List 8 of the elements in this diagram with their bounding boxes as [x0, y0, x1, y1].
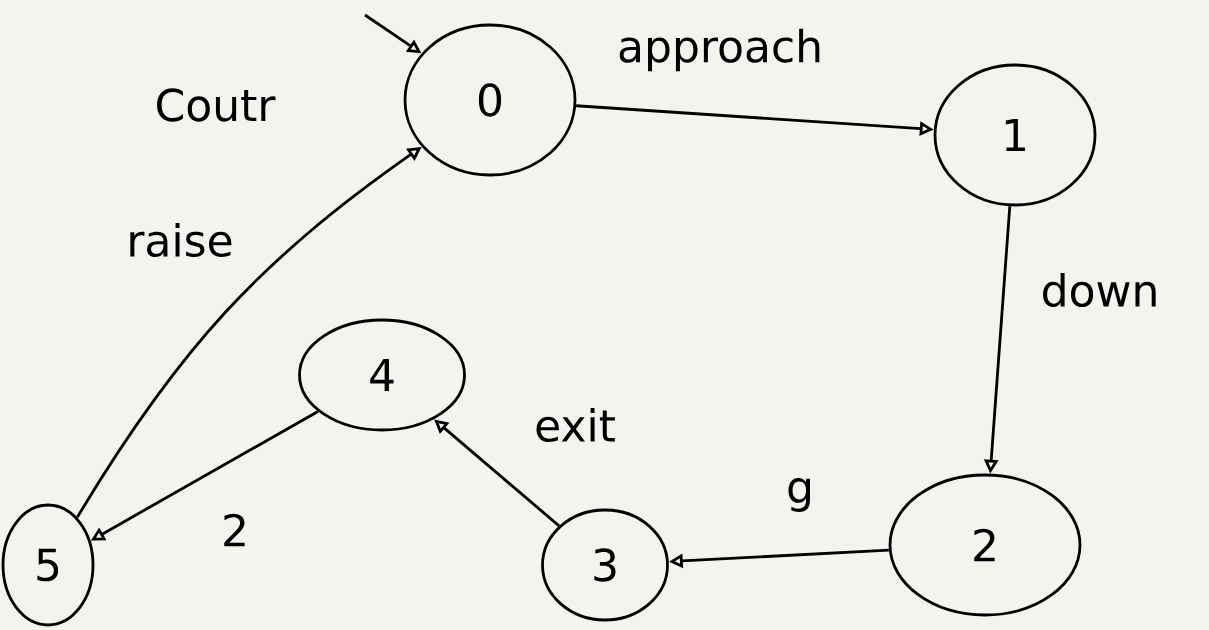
edge-label: down — [1038, 270, 1162, 309]
arrow — [434, 419, 560, 527]
edge-label: approach — [615, 26, 825, 74]
edge-label: exit — [532, 405, 618, 444]
edge-label: g — [784, 476, 816, 514]
edge-label: 2 — [219, 511, 251, 549]
annotation-text: Coutr — [157, 88, 276, 122]
edge-label: raise — [124, 220, 236, 259]
